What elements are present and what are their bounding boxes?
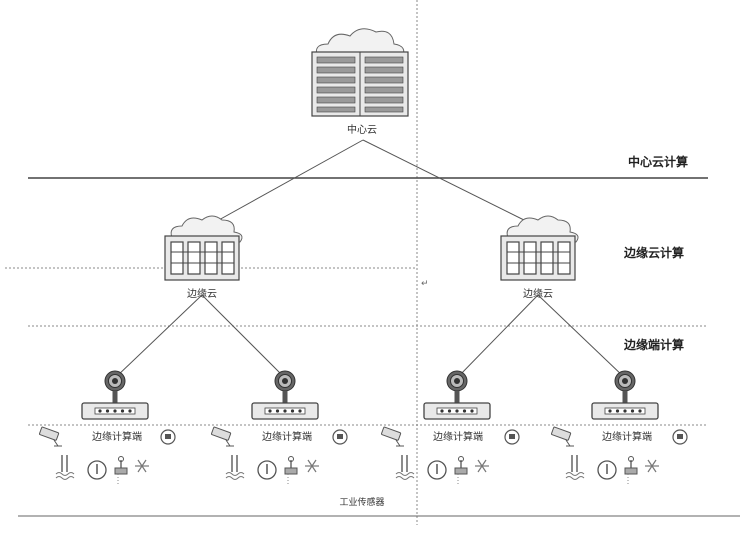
edge-terminal-4 <box>591 370 659 420</box>
industrial-sensors <box>39 426 688 486</box>
sensor-group-4 <box>551 426 688 486</box>
snowflake-icon <box>645 459 659 473</box>
plug-icon <box>504 429 520 445</box>
terminal-label-4: 边缘计算端 <box>602 432 652 443</box>
terminal-label-1: 边缘计算端 <box>92 432 142 443</box>
edge-terminal-3 <box>423 370 491 420</box>
valve-icon <box>454 456 468 486</box>
water-level-icon <box>225 455 245 480</box>
svg-text:↵: ↵ <box>421 279 429 289</box>
plug-icon <box>332 429 348 445</box>
sensor-group-1 <box>39 426 176 486</box>
meter-icon <box>427 460 447 480</box>
link-right-t4 <box>537 294 626 379</box>
antenna-icon <box>274 370 296 403</box>
sensor-group-2 <box>211 426 348 486</box>
antenna-icon <box>614 370 636 403</box>
snowflake-icon <box>475 459 489 473</box>
center-cloud-server <box>311 28 409 117</box>
snowflake-icon <box>135 459 149 473</box>
link-center-left <box>207 139 364 227</box>
antenna-icon <box>104 370 126 403</box>
camera-icon <box>39 426 62 447</box>
valve-icon <box>284 456 298 486</box>
water-level-icon <box>565 455 585 480</box>
valve-icon <box>624 456 638 486</box>
camera-icon <box>381 426 404 447</box>
router-icon <box>591 402 659 420</box>
terminal-label-2: 边缘计算端 <box>262 432 312 443</box>
tier-label-center: 中心云计算 <box>628 155 689 169</box>
tier-label-edge-device: 边缘端计算 <box>624 338 685 352</box>
link-right-t3 <box>456 294 539 379</box>
water-level-icon <box>395 455 415 480</box>
water-level-icon <box>55 455 75 480</box>
cloud-icon <box>315 28 405 59</box>
link-left-t2 <box>201 294 286 379</box>
edge-cloud-left-server <box>164 215 243 281</box>
meter-icon <box>257 460 277 480</box>
edge-cloud-right-label: 边缘云 <box>523 289 553 300</box>
meter-icon <box>87 460 107 480</box>
edge-terminal-2 <box>251 370 319 420</box>
plug-icon <box>160 429 176 445</box>
connection-lines <box>114 139 626 379</box>
plug-icon <box>672 429 688 445</box>
edge-cloud-left-label: 边缘云 <box>187 289 217 300</box>
edge-cloud-right-server <box>500 215 579 281</box>
router-icon <box>81 402 149 420</box>
antenna-icon <box>446 370 468 403</box>
center-cloud-label: 中心云 <box>347 125 377 136</box>
snowflake-icon <box>305 459 319 473</box>
link-left-t1 <box>114 294 203 379</box>
sensors-label: 工业传感器 <box>339 498 385 508</box>
edge-terminals <box>81 370 659 420</box>
tier-label-edge-cloud: 边缘云计算 <box>624 246 685 260</box>
valve-icon <box>114 456 128 486</box>
meter-icon <box>597 460 617 480</box>
router-icon <box>251 402 319 420</box>
router-icon <box>423 402 491 420</box>
camera-icon <box>551 426 574 447</box>
sensor-group-3 <box>381 426 520 486</box>
edge-terminal-1 <box>81 370 149 420</box>
terminal-label-3: 边缘计算端 <box>433 432 483 443</box>
camera-icon <box>211 426 234 447</box>
link-center-right <box>362 139 537 227</box>
